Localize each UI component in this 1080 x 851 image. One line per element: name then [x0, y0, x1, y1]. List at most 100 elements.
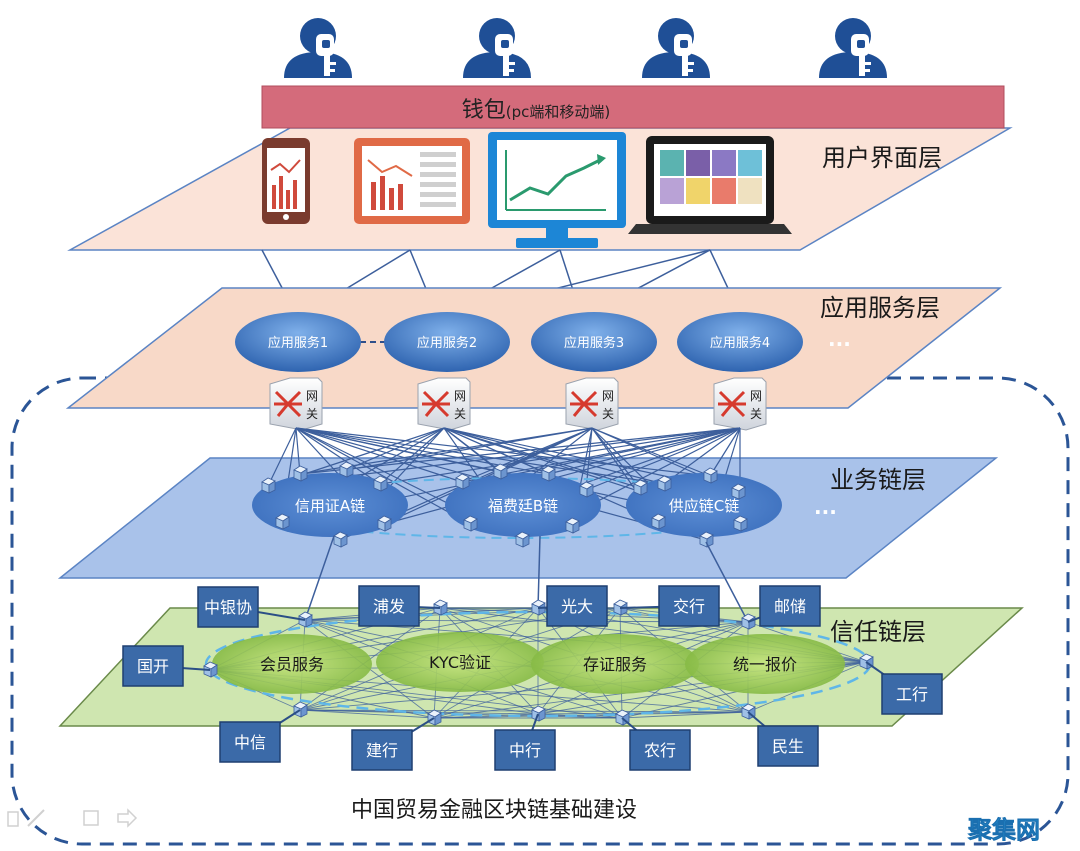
bank-label: 邮储 — [774, 597, 806, 616]
gateway-label: 关 — [306, 407, 318, 421]
trust-cubes — [203, 599, 874, 726]
users — [284, 18, 887, 78]
chain-label: 供应链C链 — [669, 497, 739, 515]
trust-mesh-link — [304, 607, 539, 621]
gateway-router-icon: 网 关 — [417, 377, 471, 431]
chain-cube — [699, 531, 714, 548]
chain-cube — [377, 515, 392, 532]
gateway-label: 网 — [602, 389, 614, 403]
watermark-logo: 聚集网 — [967, 816, 1040, 844]
chain-cube — [293, 465, 308, 482]
service-more: ... — [828, 327, 851, 351]
gateway-router-icon: 网 关 — [565, 377, 619, 431]
bank-label: 农行 — [644, 741, 676, 760]
bank-box: 民生 — [757, 725, 819, 767]
bank-label: 工行 — [896, 685, 928, 704]
trust-cube — [531, 599, 546, 616]
bank-box: 建行 — [351, 729, 413, 771]
chain-cube — [275, 513, 290, 530]
gateway-router-icon: 网 关 — [713, 377, 767, 431]
chain-label: 信用证A链 — [295, 497, 365, 515]
bank-box: 农行 — [629, 729, 691, 771]
chain-cubes — [261, 461, 748, 548]
business-layer-label: 业务链层 — [830, 466, 926, 494]
bank-label: 国开 — [137, 657, 169, 676]
chain-cube — [633, 479, 648, 496]
monitor-line-chart-icon — [488, 132, 626, 248]
chain-cube — [463, 515, 478, 532]
trust-service-label: 存证服务 — [583, 655, 647, 674]
business-chain-nodes: 信用证A链 福费廷B链 供应链C链 — [252, 473, 782, 537]
chain-cube — [651, 513, 666, 530]
mesh-link — [295, 427, 381, 485]
bank-label: 民生 — [772, 737, 804, 756]
bank-boxes: 中银协浦发光大交行邮储国开工行中信建行中行农行民生 — [122, 585, 943, 771]
wallet-sub: (pc端和移动端) — [506, 103, 610, 121]
trust-cube — [741, 703, 756, 720]
trust-mesh-link — [433, 713, 539, 719]
chain-to-trust-links — [304, 535, 749, 623]
app-service-label: 应用服务1 — [268, 335, 328, 351]
mesh-link — [295, 427, 711, 477]
ui-layer-label: 用户界面层 — [822, 144, 942, 172]
gateway-label: 网 — [306, 389, 318, 403]
mesh-link — [443, 427, 665, 485]
trust-cube — [613, 599, 628, 616]
bank-box: 国开 — [122, 645, 184, 687]
diagram-caption: 中国贸易金融区块链基础建设 — [351, 798, 637, 823]
phone-chart-icon — [262, 138, 310, 224]
app-service-node — [677, 312, 803, 372]
chain-cube — [373, 475, 388, 492]
bank-box: 中银协 — [197, 586, 259, 628]
chain-label: 福费廷B链 — [488, 497, 558, 515]
bank-label: 浦发 — [373, 597, 405, 616]
bank-box: 中行 — [494, 729, 556, 771]
trust-cube — [433, 599, 448, 616]
user-key-icon — [284, 18, 352, 78]
bank-box: 光大 — [546, 585, 608, 627]
trust-service-node — [531, 634, 699, 694]
laptop-color-grid-icon — [628, 136, 792, 234]
trust-service-node — [376, 632, 544, 692]
mesh-link — [295, 427, 471, 525]
app-service-label: 应用服务2 — [417, 335, 477, 351]
trust-service-node — [212, 634, 372, 694]
app-layer-label: 应用服务层 — [820, 294, 940, 322]
mesh-link — [267, 427, 297, 487]
mesh-link — [383, 427, 741, 525]
gateways: 网 关 网 关 网 关 网 关 — [269, 377, 767, 431]
app-service-node — [235, 312, 361, 372]
bank-label: 建行 — [366, 741, 398, 760]
trust-service-label: KYC验证 — [429, 653, 491, 672]
chain-cube — [657, 475, 672, 492]
bank-box: 浦发 — [358, 585, 420, 627]
chain-node — [252, 473, 408, 537]
bank-box: 工行 — [881, 673, 943, 715]
bank-label: 中信 — [234, 733, 266, 752]
chain-cube — [333, 531, 348, 548]
chain-cube — [703, 467, 718, 484]
mesh-link — [591, 427, 641, 489]
chain-more: ... — [814, 495, 837, 519]
trust-mesh-link — [299, 709, 435, 719]
chain-cube — [579, 481, 594, 498]
trust-cube — [293, 701, 308, 718]
app-service-node — [531, 312, 657, 372]
trust-service-label: 会员服务 — [260, 655, 324, 674]
chain-cube — [731, 483, 746, 500]
app-service-nodes: 应用服务1 应用服务2 应用服务3 应用服务4 — [235, 312, 803, 372]
chain-cube — [565, 517, 580, 534]
trust-mesh-link — [299, 709, 749, 713]
bank-label: 光大 — [561, 597, 593, 616]
app-service-node — [384, 312, 510, 372]
trust-service-node — [685, 634, 845, 694]
bank-box: 邮储 — [759, 585, 821, 627]
slide-nav-icons[interactable] — [7, 808, 138, 828]
gateway-router-icon: 网 关 — [269, 377, 323, 431]
gateway-to-chain-links — [267, 427, 741, 541]
mesh-link — [295, 427, 463, 483]
trust-mesh-link — [621, 711, 749, 719]
tablet-chart-icon — [354, 138, 470, 224]
bank-label: 中银协 — [204, 598, 252, 617]
